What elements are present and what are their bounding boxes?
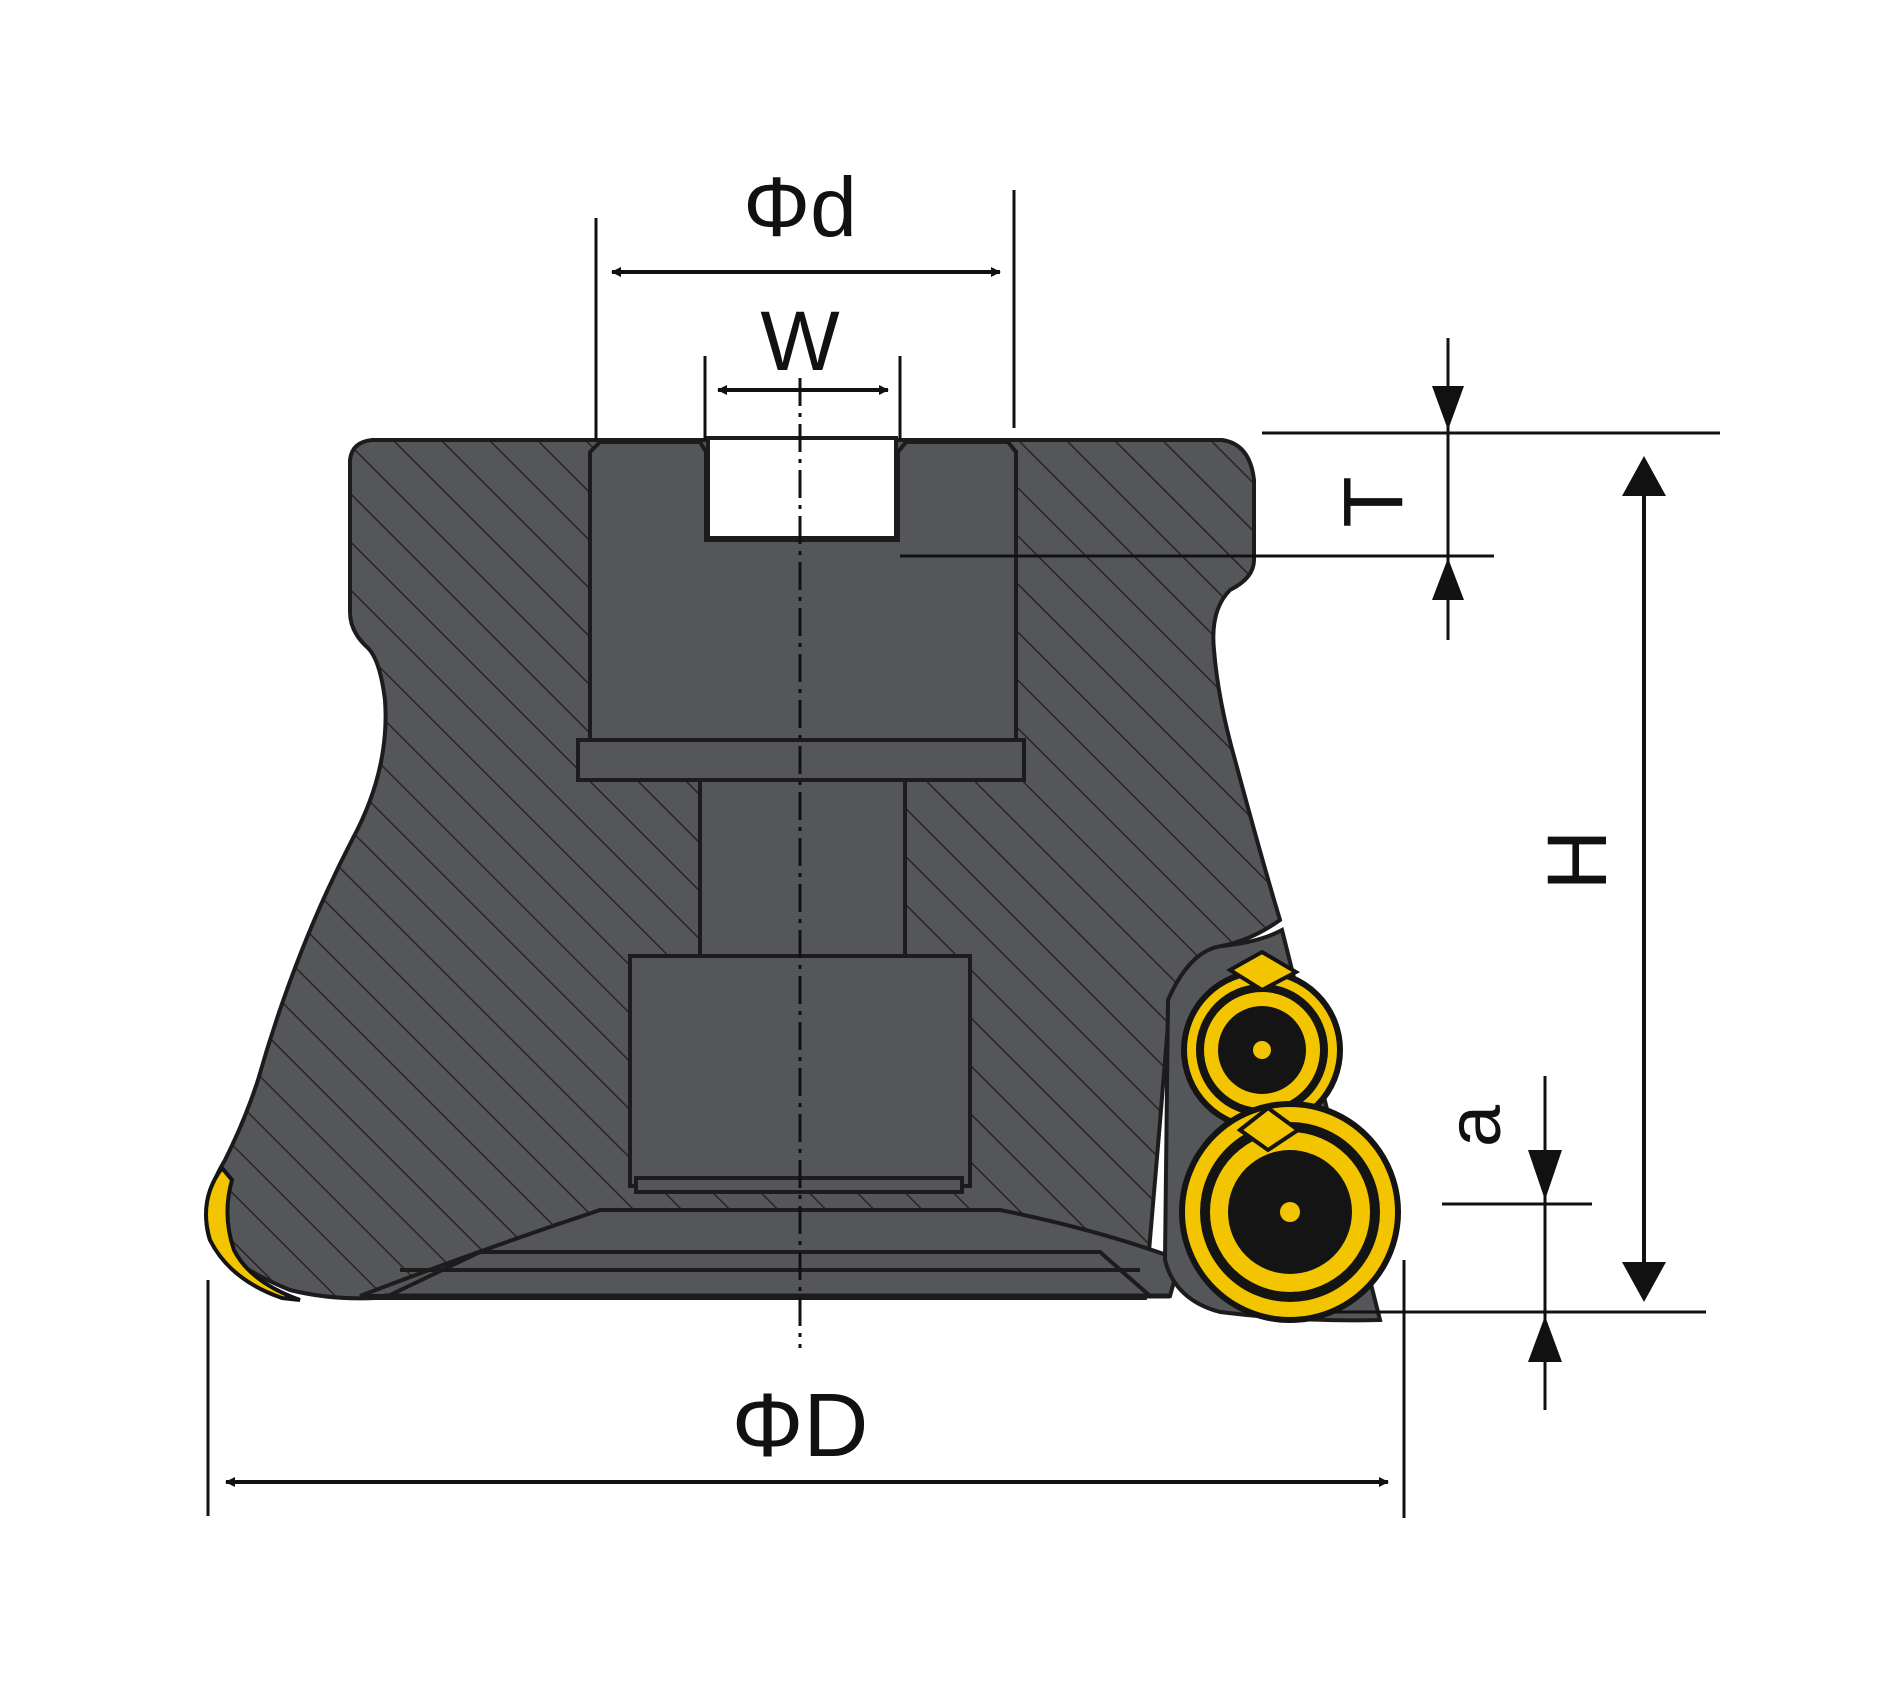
label-t: T [1326,476,1420,527]
label-phi-D: ΦD [732,1376,869,1476]
bottom-recess [359,1208,1183,1299]
lower-insert [1179,1101,1401,1323]
label-phi-d: Φd [743,160,857,254]
recess-inner [387,1250,1156,1298]
a-arrow-top [1528,1150,1562,1200]
label-a: a [1432,1104,1517,1147]
h-arrow-top [1622,456,1666,496]
central-bore [576,440,1026,1194]
label-h: H [1530,830,1624,891]
label-w: W [760,294,839,388]
t-arrow-top [1432,386,1464,430]
h-arrow-bottom [1622,1262,1666,1302]
lower-insert-screw-icon [1280,1202,1300,1222]
upper-insert-screw-icon [1253,1041,1271,1059]
lower-insert-tip [1236,1105,1302,1153]
t-arrow-bottom [1432,558,1464,600]
bore-neck [698,778,907,958]
dimensions [206,190,1720,1518]
a-arrow-bottom [1528,1316,1562,1362]
keyway-slot [706,436,898,540]
left-insert-edge [204,1164,301,1302]
upper-insert [1181,949,1343,1131]
upper-insert-tip [1226,949,1301,993]
